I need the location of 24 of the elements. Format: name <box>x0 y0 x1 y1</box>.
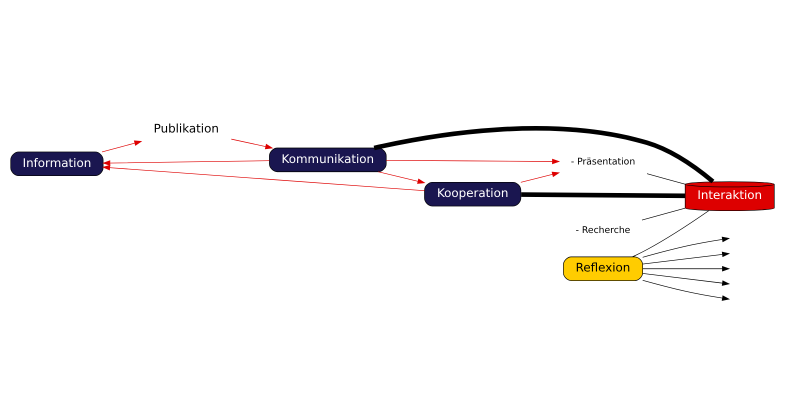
node-text: - Präsentation <box>570 156 636 168</box>
connector <box>642 208 686 220</box>
arrow <box>378 171 426 184</box>
arrow <box>102 164 425 192</box>
node-text: - Recherche <box>576 224 630 236</box>
arrow <box>520 172 560 183</box>
node-text: Publikation <box>154 121 219 136</box>
arrow <box>386 158 560 164</box>
node-box: Kooperation <box>424 182 522 206</box>
connector <box>374 126 714 184</box>
connector <box>632 210 710 258</box>
arrow <box>230 138 274 150</box>
arrow <box>642 266 730 272</box>
arrow <box>102 160 270 166</box>
connector <box>646 173 686 184</box>
arrow <box>642 280 730 301</box>
arrow <box>642 273 730 286</box>
arrow <box>642 236 730 258</box>
node-box: Kommunikation <box>269 148 387 172</box>
arrow <box>102 140 142 152</box>
arrow <box>642 252 730 264</box>
connector <box>521 192 686 198</box>
node-box: Information <box>10 152 104 176</box>
node-box: Reflexion <box>563 256 643 281</box>
